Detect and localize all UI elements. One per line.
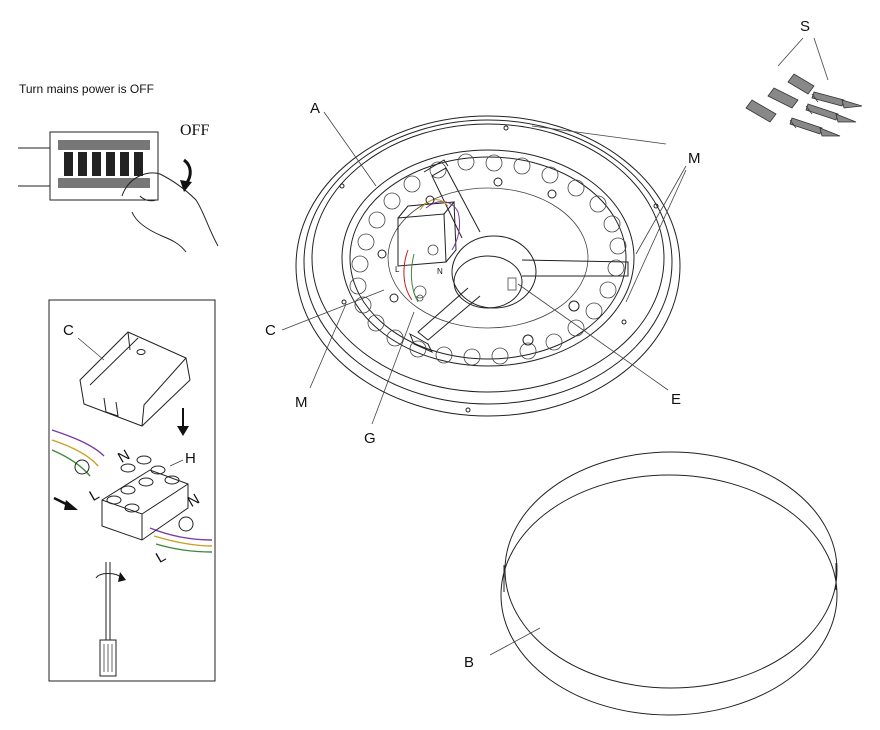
base-mark-n: N — [437, 267, 443, 276]
insert-arrow — [53, 496, 78, 510]
down-arrow — [177, 408, 189, 436]
base-mark-l: L — [395, 265, 400, 274]
base-screws — [339, 125, 659, 413]
terminal-cover-c — [79, 331, 191, 427]
label-a: A — [310, 100, 320, 117]
diffuser-cover-b — [500, 451, 838, 716]
base-wires — [403, 199, 461, 303]
off-label: OFF — [180, 122, 209, 139]
central-hub — [451, 235, 537, 309]
instruction-text: Turn mains power is OFF — [19, 82, 154, 96]
label-s: S — [800, 18, 810, 35]
screw-set-s — [745, 73, 863, 137]
breaker-switch-illustration: OFF — [18, 122, 219, 253]
label-b: B — [464, 654, 474, 671]
terminal-n-top: N — [115, 447, 133, 467]
label-g: G — [364, 430, 376, 447]
mounting-bracket — [409, 159, 629, 354]
base-terminal-box: L N — [395, 201, 457, 302]
label-m-top: M — [688, 150, 701, 167]
supply-wires — [51, 429, 213, 553]
label-e: E — [671, 391, 681, 408]
label-m-bottom: M — [295, 394, 308, 411]
label-c-main: C — [265, 322, 276, 339]
wiring-inset-frame — [48, 299, 216, 682]
terminal-l-bottom: L — [153, 548, 169, 567]
terminal-block-h — [101, 455, 189, 541]
label-h: H — [185, 450, 196, 467]
screwdriver — [95, 562, 126, 677]
terminal-l-left: L — [87, 486, 103, 505]
label-c-inset: C — [63, 322, 74, 339]
ceiling-base-plate — [295, 115, 681, 417]
